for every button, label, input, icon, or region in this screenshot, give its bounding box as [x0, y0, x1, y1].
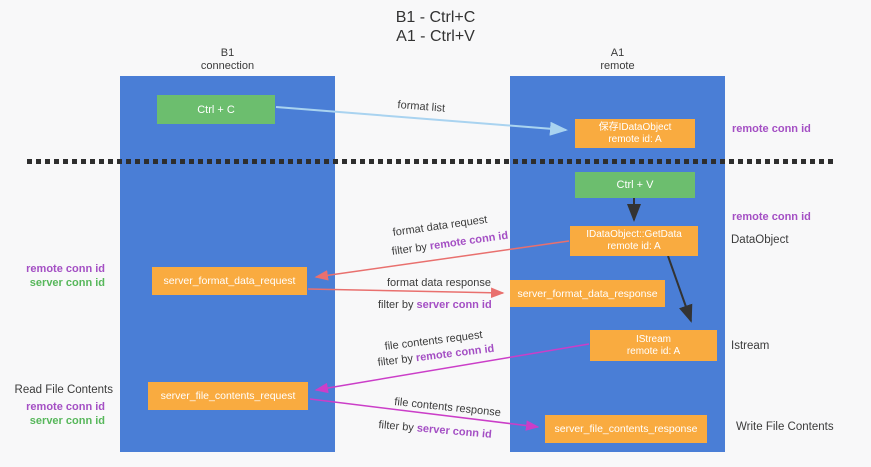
node-istream-line2: remote id: A [626, 345, 681, 357]
annotation-left-format-conn-ids: remote conn id server conn id [15, 262, 105, 290]
diagram-title: B1 - Ctrl+C A1 - Ctrl+V [0, 8, 871, 46]
node-server-file-contents-response-label: server_file_contents_response [554, 423, 698, 435]
server-conn-id-text: server conn id [416, 422, 493, 441]
label-file-contents-response-filter: filter by server conn id [378, 419, 492, 441]
lane-b1-title: B1 [220, 47, 235, 59]
title-line-1: B1 - Ctrl+C [395, 9, 476, 26]
lane-a1-subtitle: remote [600, 60, 635, 72]
annotation-dataobject: DataObject [731, 234, 789, 246]
node-istream-line1: IStream [635, 333, 671, 345]
annotation-remote-conn-id-top: remote conn id [732, 123, 811, 135]
node-ctrl-v: Ctrl + V [575, 172, 695, 198]
annotation-write-file-contents: Write File Contents [736, 421, 834, 433]
node-server-format-data-request-label: server_format_data_request [163, 275, 296, 287]
node-ctrl-v-label: Ctrl + V [616, 179, 654, 191]
arrow-format-data-response [307, 287, 505, 299]
annotation-remote-conn-id-left-2: remote conn id [26, 401, 105, 413]
dashed-separator-line [27, 159, 836, 164]
annotation-remote-conn-id-mid: remote conn id [732, 211, 811, 223]
node-save-idataobject: 保存IDataObject remote id: A [575, 119, 695, 148]
filter-by-text: filter by [378, 299, 417, 311]
node-server-format-data-request: server_format_data_request [152, 267, 307, 295]
label-format-list: format list [397, 99, 446, 115]
node-server-file-contents-request: server_file_contents_request [148, 382, 308, 410]
node-save-idataobject-line1: 保存IDataObject [598, 121, 672, 133]
annotation-left-file-conn-ids: remote conn id server conn id [15, 400, 105, 428]
filter-by-text: filter by [391, 240, 431, 258]
node-ctrl-c: Ctrl + C [157, 95, 275, 124]
remote-conn-id-text: remote conn id [429, 229, 509, 253]
lane-b1-subtitle: connection [200, 60, 255, 72]
lane-header-b1: B1 connection [120, 47, 335, 73]
annotation-istream: Istream [731, 340, 770, 352]
title-line-2: A1 - Ctrl+V [396, 28, 475, 45]
annotation-server-conn-id-left-2: server conn id [29, 415, 105, 427]
label-format-data-response: format data response [387, 277, 491, 289]
annotation-read-file-contents: Read File Contents [14, 384, 113, 396]
filter-by-text: filter by [377, 352, 417, 369]
node-idataobject-getdata-line1: IDataObject::GetData [586, 229, 682, 240]
label-file-contents-response: file contents response [393, 396, 502, 420]
filter-by-text: filter by [377, 419, 418, 435]
node-idataobject-getdata: IDataObject::GetData remote id: A [570, 226, 698, 256]
server-conn-id-text: server conn id [416, 299, 492, 311]
label-format-data-response-filter: filter by server conn id [378, 299, 492, 311]
lane-a1-title: A1 [610, 47, 625, 59]
node-server-file-contents-request-label: server_file_contents_request [160, 390, 296, 402]
lane-header-a1: A1 remote [510, 47, 725, 73]
annotation-server-conn-id-left-1: server conn id [29, 277, 105, 289]
node-save-idataobject-line2: remote id: A [608, 133, 662, 145]
node-istream: IStream remote id: A [590, 330, 717, 361]
node-server-format-data-response-label: server_format_data_response [517, 287, 658, 300]
node-ctrl-c-label: Ctrl + C [197, 103, 235, 116]
annotation-remote-conn-id-left-1: remote conn id [26, 263, 105, 275]
node-idataobject-getdata-line2: remote id: A [607, 241, 661, 252]
node-server-format-data-response: server_format_data_response [510, 280, 665, 307]
node-server-file-contents-response: server_file_contents_response [545, 415, 707, 443]
